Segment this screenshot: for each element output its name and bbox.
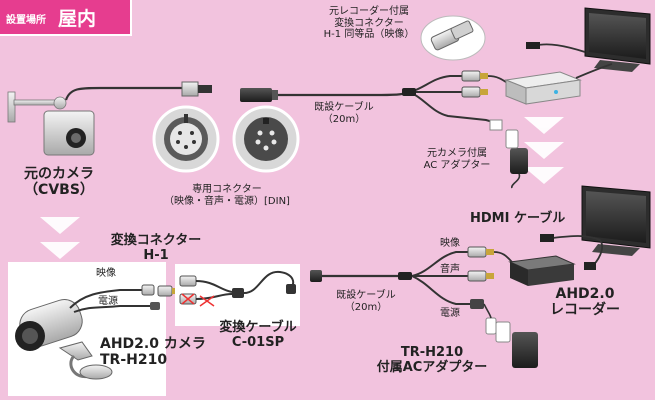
top-hdmi-cable: [533, 43, 586, 53]
arrow-down-left-2: [40, 242, 80, 259]
ahd-camera-label: AHD2.0 カメラ TR-H210: [100, 336, 206, 368]
ahd-power-plug: [150, 302, 160, 310]
ahd-video-bnc: [141, 284, 155, 296]
top-cable-label: 既設ケーブル （20m）: [304, 102, 384, 125]
arrow-down-right-3: [524, 167, 564, 184]
location-label: 設置場所: [6, 15, 46, 26]
bottom-cable-label: 既設ケーブル （20m）: [326, 290, 406, 313]
arrow-down-right-2: [524, 142, 564, 159]
bottom-splitter: [398, 272, 412, 280]
conv-cable-label: 変換ケーブル C-01SP: [210, 320, 306, 351]
new-monitor: [581, 185, 651, 256]
ahd-power-label: 電源: [98, 296, 118, 307]
new-adapter-line-1: TR-H210: [400, 345, 464, 360]
equiv-bnc-connector: [420, 15, 486, 61]
din-connector-female: [232, 105, 300, 173]
bottom-hdmi-plug-b: [584, 262, 596, 270]
top-audio-plug: [461, 86, 488, 98]
top-video-plug: [461, 70, 488, 82]
ahd-camera-line-2: TR-H210: [100, 352, 168, 369]
equiv-connector-line-2: 変換コネクター: [334, 17, 404, 29]
bottom-cable-line-2: （20m）: [344, 301, 388, 313]
bottom-power-label: 電源: [440, 308, 460, 319]
bottom-branch-video: [411, 251, 468, 277]
equiv-connector-label: 元レコーダー付属 変換コネクター H-1 同等品（映像）: [318, 6, 420, 41]
bottom-hdmi-plug-a: [540, 234, 554, 242]
flow-arrows: [40, 117, 564, 259]
conv-cable-line-1: 変換ケーブル: [219, 320, 297, 335]
old-recorder: [504, 71, 582, 105]
din-connector-line-1: 専用コネクター: [192, 184, 262, 195]
top-cable-line-2: （20m）: [322, 113, 366, 125]
conv-cable: [179, 270, 296, 307]
old-camera-cable: [64, 86, 182, 101]
new-adapter-line-2: 付属ACアダプター: [376, 359, 488, 375]
ahd-camera: [15, 299, 113, 380]
conv-cable-line-2: C-01SP: [231, 334, 285, 350]
existing-cable-top: [278, 90, 411, 97]
old-camera-line-2: （CVBS）: [24, 182, 94, 199]
top-hdmi-plug: [526, 42, 540, 49]
ahd-recorder: [508, 255, 576, 286]
recorder-to-monitor-cable: [575, 63, 613, 79]
conv-connector-line-1: 変換コネクター: [110, 233, 202, 248]
top-branch-video: [409, 75, 462, 93]
arrow-down-left-1: [40, 217, 80, 234]
top-splitter: [402, 88, 416, 96]
old-adapter-line-2: AC アダプター: [423, 159, 491, 171]
new-adapter-label: TR-H210 付属ACアダプター: [370, 345, 494, 376]
din-connector-line-2: （映像・音声・電源）[DIN]: [164, 195, 290, 207]
old-monitor: [584, 7, 651, 72]
bottom-cable-left-plug: [310, 270, 322, 282]
ahd-camera-line-1: AHD2.0 カメラ: [100, 336, 206, 352]
din-connector-label: 専用コネクター （映像・音声・電源）[DIN]: [152, 184, 302, 207]
bottom-video-plug: [467, 246, 494, 258]
top-branch-power: [409, 91, 501, 125]
ahd-power-lead: [73, 305, 150, 313]
bottom-video-label: 映像: [440, 238, 460, 249]
old-adapter-line-1: 元カメラ付属: [427, 148, 487, 159]
ahd-recorder-label: AHD2.0 レコーダー: [540, 286, 630, 318]
bottom-branch-power: [411, 275, 470, 305]
equiv-connector-line-1: 元レコーダー付属: [329, 6, 409, 17]
bottom-video-to-recorder: [493, 251, 513, 263]
ahd-video-label: 映像: [96, 268, 116, 279]
conv-connector-line-2: H-1: [143, 247, 169, 263]
conv-connector-label: 変換コネクター H-1: [96, 233, 216, 264]
din-plug: [181, 81, 212, 97]
bottom-hdmi-cable: [551, 235, 603, 269]
arrow-down-right-1: [524, 117, 564, 134]
top-cable-line-1: 既設ケーブル: [314, 102, 374, 113]
din-connector-male: [152, 105, 220, 173]
old-camera: [7, 91, 95, 156]
bottom-audio-label: 音声: [440, 264, 460, 275]
equiv-connector-line-3: H-1 同等品（映像）: [323, 29, 415, 40]
ahd-video-lead: [69, 289, 142, 309]
hdmi-cable-label: HDMI ケーブル: [470, 211, 566, 226]
ahd-recorder-line-1: AHD2.0: [555, 286, 615, 302]
location-badge: 設置場所 屋内: [0, 0, 132, 36]
cable-din-plug: [240, 88, 278, 102]
old-ac-adapter: [489, 119, 528, 189]
location-value: 屋内: [58, 8, 97, 30]
ahd-recorder-line-2: レコーダー: [550, 302, 620, 319]
bottom-audio-plug: [467, 270, 494, 282]
new-ac-adapter: [483, 303, 538, 368]
old-camera-label: 元のカメラ （CVBS）: [14, 166, 104, 198]
bottom-cable-line-1: 既設ケーブル: [336, 290, 396, 301]
old-adapter-label: 元カメラ付属 AC アダプター: [414, 148, 500, 171]
bottom-power-plug: [470, 299, 484, 309]
old-camera-line-1: 元のカメラ: [24, 166, 94, 182]
